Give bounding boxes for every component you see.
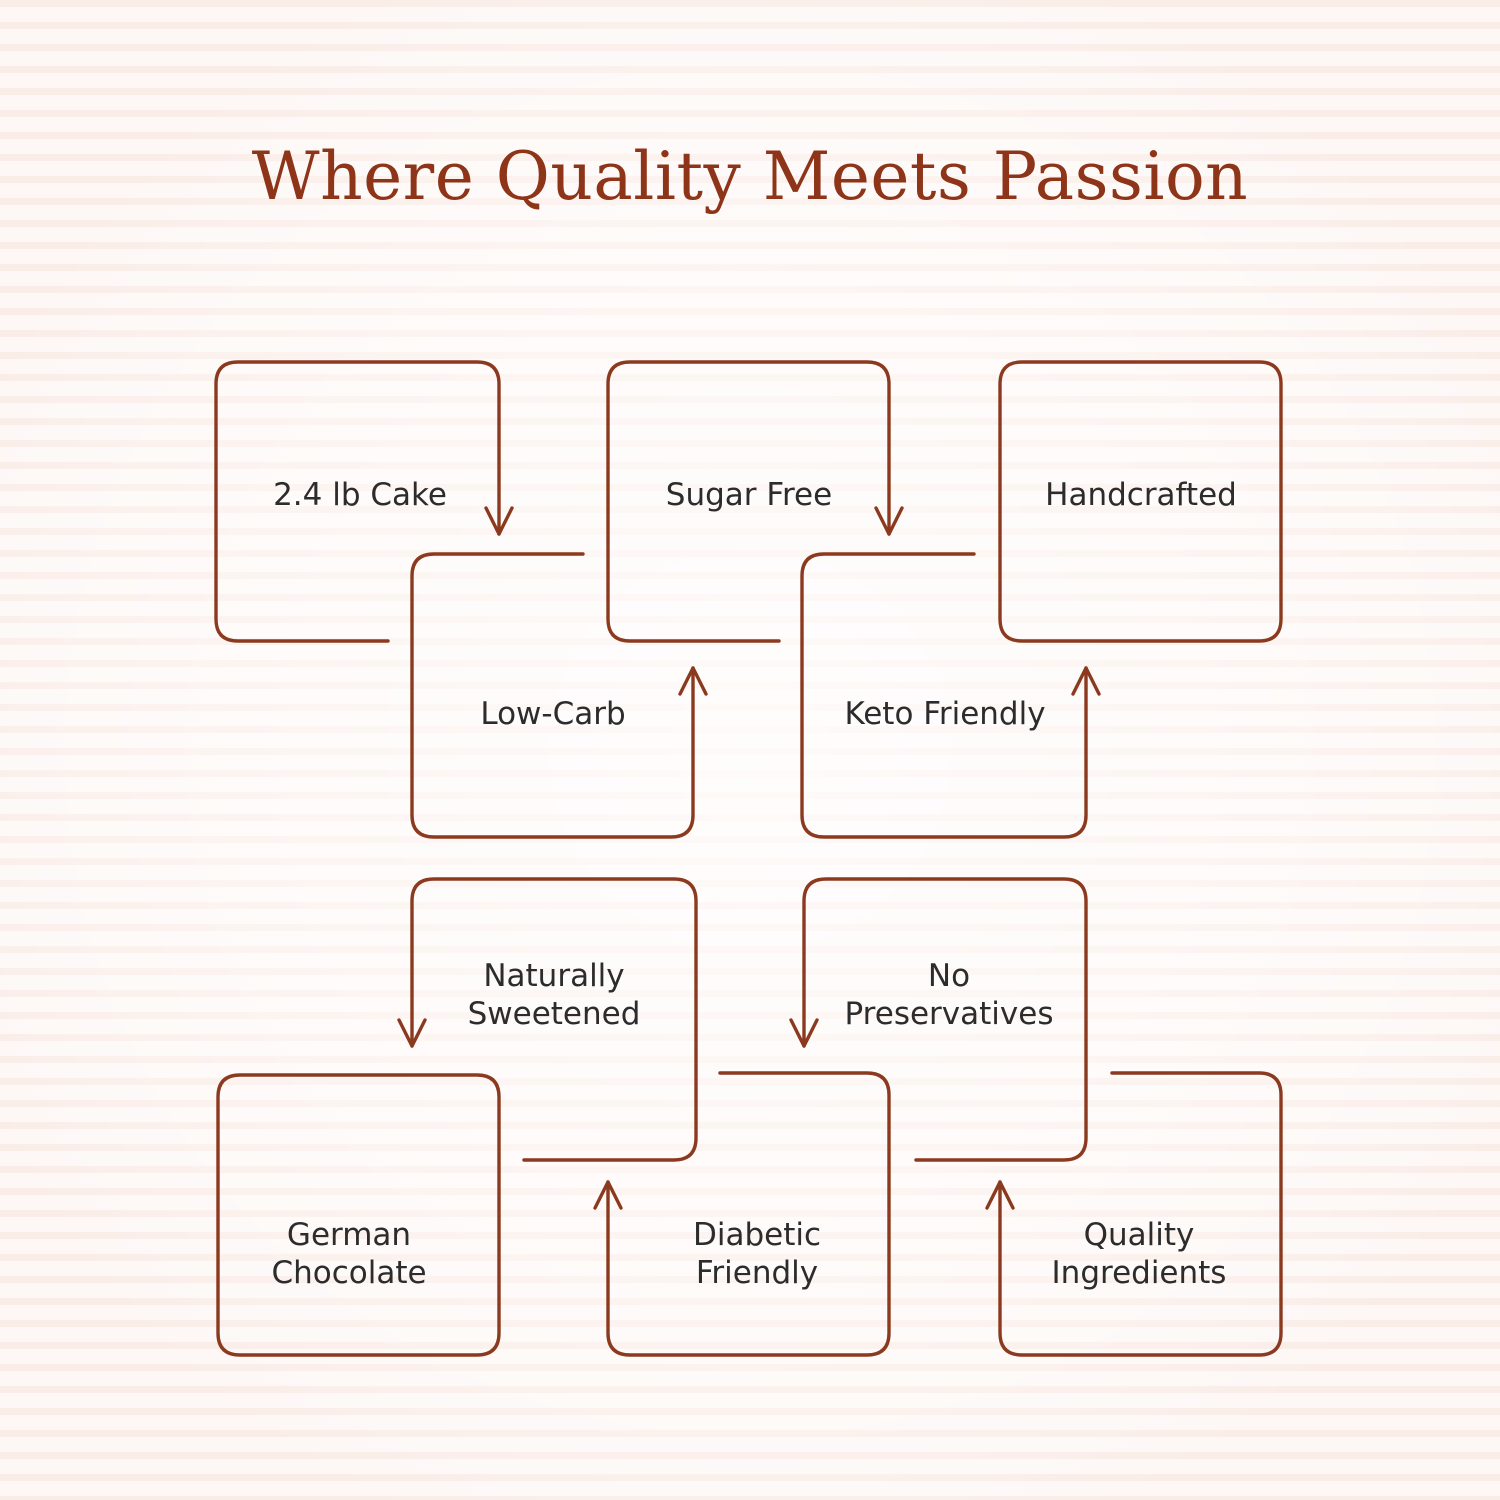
arrow-up-icon (1071, 666, 1101, 696)
feature-label-low-carb: Low-Carb (480, 696, 626, 732)
box-outline-2-4-lb-cake (214, 360, 501, 643)
box-outline-naturally-sweetened (410, 877, 698, 1162)
box-outline-keto-friendly (800, 552, 1088, 839)
box-outline-low-carb (410, 552, 695, 839)
arrow-down-icon (484, 506, 514, 536)
page-title: Where Quality Meets Passion (251, 138, 1249, 215)
feature-label-diabetic-friendly: Diabetic Friendly (692, 1217, 822, 1291)
feature-label-sugar-free: Sugar Free (665, 477, 833, 513)
feature-label-keto-friendly: Keto Friendly (844, 696, 1046, 732)
box-outline-sugar-free (606, 360, 891, 643)
box-outline-german-chocolate (216, 1073, 501, 1357)
feature-label-no-preservatives: No Preservatives (844, 958, 1054, 1032)
box-outline-quality-ingredients (998, 1071, 1283, 1357)
box-outline-handcrafted (998, 360, 1283, 643)
arrow-down-icon (397, 1018, 427, 1048)
feature-label-naturally-sweetened: Naturally Sweetened (467, 958, 641, 1032)
arrow-down-icon (874, 506, 904, 536)
arrow-down-icon (789, 1018, 819, 1048)
arrow-up-icon (593, 1180, 623, 1210)
feature-label-german-chocolate: German Chocolate (271, 1217, 427, 1291)
arrow-up-icon (985, 1180, 1015, 1210)
arrow-up-icon (678, 666, 708, 696)
feature-label-quality-ingredients: Quality Ingredients (1051, 1217, 1227, 1291)
box-outline-no-preservatives (802, 877, 1088, 1162)
box-outline-diabetic-friendly (606, 1071, 891, 1357)
feature-label-2-4-lb-cake: 2.4 lb Cake (273, 477, 447, 513)
feature-label-handcrafted: Handcrafted (1045, 477, 1237, 513)
